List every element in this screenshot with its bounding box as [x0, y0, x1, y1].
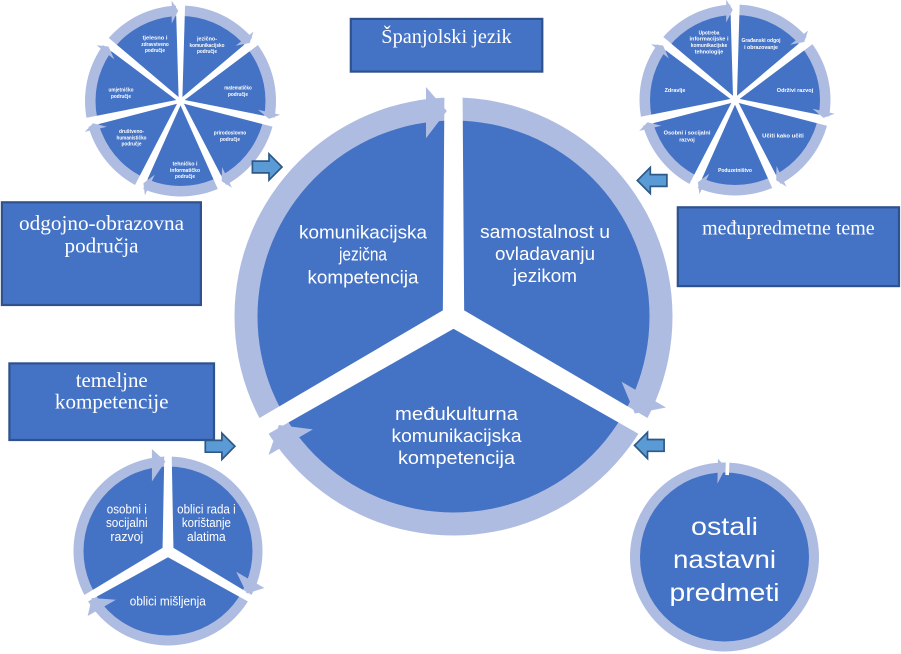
svg-text:međukulturna: međukulturna — [395, 403, 519, 424]
svg-text:umjetničko: umjetničko — [109, 88, 135, 94]
svg-text:područje: područje — [111, 94, 131, 100]
svg-text:komunikacijsko: komunikacijsko — [190, 43, 226, 49]
svg-text:predmeti: predmeti — [670, 579, 780, 607]
svg-text:područje: područje — [122, 142, 142, 148]
svg-text:socijalni: socijalni — [106, 515, 148, 530]
svg-text:oblici mišljenja: oblici mišljenja — [130, 594, 207, 609]
svg-text:područje: područje — [228, 92, 248, 98]
svg-text:društveno-: društveno- — [119, 129, 144, 135]
svg-text:ostali: ostali — [691, 513, 758, 541]
svg-text:Održivi razvoj: Održivi razvoj — [777, 88, 814, 94]
svg-text:Poduzetništvo: Poduzetništvo — [718, 168, 752, 174]
svg-text:odgojno-obrazovna: odgojno-obrazovna — [19, 211, 185, 235]
svg-text:područje: područje — [197, 49, 217, 55]
svg-text:tehnologije: tehnologije — [695, 49, 724, 55]
svg-text:osobni i: osobni i — [107, 501, 147, 516]
svg-text:alatima: alatima — [187, 529, 226, 544]
svg-text:kompetencija: kompetencija — [308, 267, 420, 288]
svg-text:jezično-: jezično- — [196, 37, 217, 43]
svg-text:tjelesno i: tjelesno i — [143, 36, 169, 42]
svg-text:ovladavanju: ovladavanju — [495, 243, 595, 264]
svg-text:samostalnost u: samostalnost u — [480, 221, 610, 242]
svg-text:komunikacijske: komunikacijske — [691, 43, 727, 49]
svg-text:komunikacijska: komunikacijska — [299, 221, 428, 242]
svg-text:prirodoslovno: prirodoslovno — [214, 131, 247, 137]
svg-text:komunikacijska: komunikacijska — [392, 425, 523, 446]
svg-text:oblici rada i: oblici rada i — [177, 501, 236, 516]
svg-text:i obrazovanje: i obrazovanje — [744, 45, 778, 51]
svg-text:međupredmetne teme: međupredmetne teme — [702, 218, 875, 240]
svg-text:razvoj: razvoj — [110, 529, 143, 544]
svg-text:informatičko: informatičko — [170, 168, 201, 174]
svg-text:Upotreba: Upotreba — [699, 30, 721, 36]
svg-text:tehničko i: tehničko i — [173, 162, 198, 168]
svg-text:Učiti kako učiti: Učiti kako učiti — [762, 133, 804, 139]
svg-text:kompetencije: kompetencije — [55, 389, 169, 413]
svg-text:matematičko: matematičko — [224, 86, 252, 92]
svg-text:Građanski odgoj: Građanski odgoj — [742, 38, 781, 44]
svg-text:razvoj: razvoj — [679, 137, 695, 143]
svg-text:jezična: jezična — [338, 244, 387, 265]
svg-text:Španjolski jezik: Španjolski jezik — [381, 24, 512, 48]
svg-text:korištanje: korištanje — [182, 515, 231, 530]
svg-text:nastavni: nastavni — [673, 546, 776, 574]
svg-text:informacijske i: informacijske i — [690, 37, 730, 43]
svg-text:jezikom: jezikom — [512, 265, 577, 286]
svg-text:područje: područje — [220, 137, 240, 143]
svg-text:Osobni i socijalni: Osobni i socijalni — [664, 131, 711, 137]
svg-text:područje: područje — [175, 174, 195, 180]
svg-text:kompetencija: kompetencija — [398, 447, 516, 468]
svg-text:humanističko: humanističko — [117, 135, 148, 141]
svg-text:zdravstveno: zdravstveno — [141, 42, 169, 48]
svg-text:područja: područja — [65, 233, 140, 257]
svg-text:Zdravlje: Zdravlje — [665, 88, 686, 94]
svg-text:područje: područje — [145, 48, 165, 54]
svg-text:temeljne: temeljne — [76, 368, 148, 392]
